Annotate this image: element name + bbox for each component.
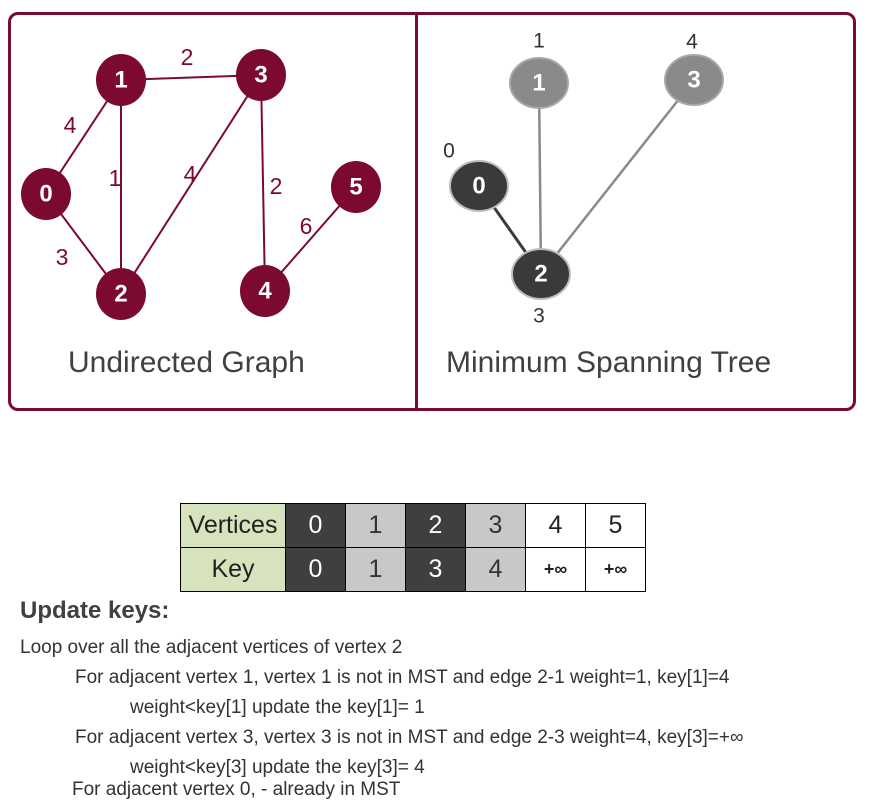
mst-key-label-2: 3 bbox=[533, 305, 545, 328]
ug-edge-2-3 bbox=[120, 74, 262, 295]
ug-node-0: 0 bbox=[21, 168, 71, 220]
ug-edge-weight-1-2: 1 bbox=[109, 165, 122, 191]
key-table-wrap: Vertices 0 1 2 3 4 5 Key 0 1 3 4 +∞ +∞ bbox=[180, 503, 646, 592]
vertex-cell-5: 5 bbox=[585, 503, 646, 548]
mst-node-1: 1 bbox=[509, 57, 569, 109]
mst-node-2: 2 bbox=[511, 248, 571, 300]
ug-node-1: 1 bbox=[96, 54, 146, 106]
update-line-3: weight<key[1] update the key[1]= 1 bbox=[130, 697, 425, 718]
key-cell-3: 4 bbox=[465, 547, 526, 592]
mst-node-label-0: 0 bbox=[472, 172, 485, 199]
update-line-2: For adjacent vertex 1, vertex 1 is not i… bbox=[75, 667, 730, 688]
key-row: Key 0 1 3 4 +∞ +∞ bbox=[180, 547, 646, 592]
vertex-cell-1: 1 bbox=[345, 503, 406, 548]
ug-node-label-5: 5 bbox=[349, 173, 362, 200]
mst-node-label-1: 1 bbox=[532, 69, 545, 96]
mst-key-label-0: 0 bbox=[443, 140, 455, 163]
vertex-cell-0: 0 bbox=[285, 503, 346, 548]
mst-key-label-1: 1 bbox=[533, 30, 545, 53]
mst-edge-2-3 bbox=[540, 79, 695, 275]
mst-node-label-2: 2 bbox=[534, 260, 547, 287]
key-cell-0: 0 bbox=[285, 547, 346, 592]
ug-node-label-3: 3 bbox=[254, 61, 267, 88]
key-cell-4: +∞ bbox=[525, 547, 586, 592]
key-cell-1: 1 bbox=[345, 547, 406, 592]
mst-node-label-3: 3 bbox=[687, 66, 700, 93]
vertices-header: Vertices bbox=[180, 503, 286, 548]
update-line-5: weight<key[3] update the key[3]= 4 bbox=[130, 757, 425, 778]
ug-edge-3-4 bbox=[260, 74, 266, 292]
ug-node-label-4: 4 bbox=[258, 277, 272, 304]
ug-node-5: 5 bbox=[331, 161, 381, 213]
ug-edge-weight-2-3: 4 bbox=[184, 161, 197, 187]
ug-node-2: 2 bbox=[96, 268, 146, 320]
update-line-4: For adjacent vertex 3, vertex 3 is not i… bbox=[75, 727, 744, 748]
ug-node-label-1: 1 bbox=[114, 66, 127, 93]
ug-edge-weight-4-5: 6 bbox=[300, 213, 313, 239]
vertex-cell-2: 2 bbox=[405, 503, 466, 548]
key-cell-5: +∞ bbox=[585, 547, 646, 592]
mst-key-label-3: 4 bbox=[686, 31, 698, 54]
diagram-frame bbox=[8, 12, 856, 411]
vertex-cell-4: 4 bbox=[525, 503, 586, 548]
ug-edge-weight-0-2: 3 bbox=[56, 244, 69, 270]
update-line-6: For adjacent vertex 0, - already in MST bbox=[72, 779, 401, 800]
ug-edge-weight-3-4: 2 bbox=[270, 173, 283, 199]
mst-edge-2-1 bbox=[537, 82, 543, 275]
key-table: Vertices 0 1 2 3 4 5 Key 0 1 3 4 +∞ +∞ bbox=[180, 503, 646, 592]
update-keys-title: Update keys: bbox=[20, 597, 170, 624]
mst-caption: Minimum Spanning Tree bbox=[446, 346, 772, 379]
vertex-cell-3: 3 bbox=[465, 503, 526, 548]
vertices-row: Vertices 0 1 2 3 4 5 bbox=[180, 503, 646, 548]
mst-node-3: 3 bbox=[664, 54, 724, 106]
ug-edge-weight-0-1: 4 bbox=[64, 112, 77, 138]
mst-node-0: 0 bbox=[449, 160, 509, 212]
ug-node-label-2: 2 bbox=[114, 280, 127, 307]
ug-node-4: 4 bbox=[240, 265, 290, 317]
ug-edge-weight-1-3: 2 bbox=[181, 44, 194, 70]
key-header: Key bbox=[180, 547, 286, 592]
update-line-1: Loop over all the adjacent vertices of v… bbox=[20, 637, 403, 658]
key-cell-2: 3 bbox=[405, 547, 466, 592]
ug-node-label-0: 0 bbox=[39, 180, 52, 207]
undirected-graph-caption: Undirected Graph bbox=[68, 346, 305, 379]
panel-divider bbox=[415, 12, 418, 411]
ug-node-3: 3 bbox=[236, 49, 286, 101]
